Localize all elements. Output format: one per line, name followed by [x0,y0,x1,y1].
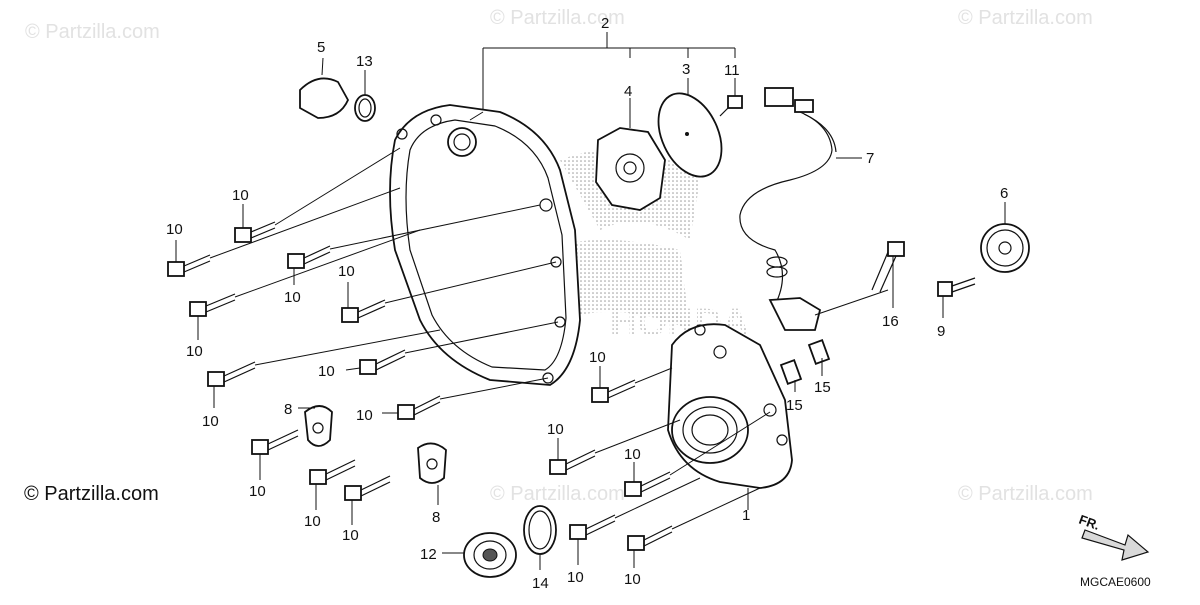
callout-5: 5 [317,39,325,56]
dowel-pin-15a [779,359,803,392]
callout-6: 6 [1000,185,1008,202]
callout-10: 10 [186,343,203,360]
callout-10: 10 [232,187,249,204]
bolt-10 [624,411,771,497]
callout-10: 10 [202,413,219,430]
callout-3: 3 [682,61,690,78]
bolt-10 [287,204,541,285]
callout-7: 7 [866,150,874,167]
callout-16: 16 [882,313,899,330]
callout-10: 10 [166,221,183,238]
callout-8a: 8 [284,401,292,418]
callout-10: 10 [567,569,584,586]
callout-1: 1 [742,507,750,524]
callout-10: 10 [304,513,321,530]
o-ring-14 [523,505,557,570]
bolt-10-group [167,147,771,568]
callout-15b: 15 [814,379,831,396]
callout-10: 10 [318,363,335,380]
bolt-10 [309,459,356,510]
pulser-rotor [980,202,1030,273]
right-side-cover [667,323,793,489]
bolt-10 [251,429,299,480]
bolt-10 [167,187,401,277]
dowel-pin-15b [807,339,831,376]
cover-plate-3 [657,78,723,178]
bolt-10 [569,477,701,565]
bolt-9 [937,277,976,318]
direction-label: FR. [1077,512,1102,533]
bolt-10 [344,475,391,525]
callout-10: 10 [249,483,266,500]
callout-10: 10 [547,421,564,438]
watermark-top-left: © Partzilla.com [25,21,160,43]
callout-10: 10 [589,349,606,366]
clamp-8b [417,442,447,505]
watermark-top-center: © Partzilla.com [490,7,625,29]
bolt-10 [627,487,761,568]
bolt-10 [207,329,441,408]
leader-2 [469,111,484,121]
bolt-10 [189,229,421,340]
crankshaft-hole-cap [442,532,517,578]
callout-12: 12 [420,546,437,563]
bolt-10 [549,419,681,475]
bolt-16 [814,241,905,316]
callout-4: 4 [624,83,632,100]
callout-10: 10 [284,289,301,306]
bolt-11 [719,78,743,117]
o-ring-13 [354,70,376,122]
callout-10: 10 [342,527,359,544]
watermark-top-right: © Partzilla.com [958,7,1093,29]
left-crankcase-cover [389,104,581,386]
bolt-10 [345,321,559,375]
bolt-10 [382,377,549,420]
callout-10: 10 [338,263,355,280]
bolt-10 [234,147,401,243]
group-bracket-2 [482,32,736,112]
front-direction-arrow: FR. [1077,512,1150,561]
sensor-harness [739,87,862,331]
diagram-code: MGCAE0600 [1080,575,1151,589]
callout-10: 10 [624,446,641,463]
copyright-text: © Partzilla.com [24,483,159,505]
bolt-10 [341,261,557,323]
callout-11: 11 [724,62,740,79]
callout-14: 14 [532,575,549,592]
clamp-8a [298,405,333,447]
bolt-10 [591,366,673,403]
rotor-flywheel [595,98,666,211]
callout-10: 10 [624,571,641,588]
callout-9: 9 [937,323,945,340]
callout-2: 2 [601,15,609,32]
callout-labels: 1 2 3 4 5 6 7 8 8 9 11 12 13 14 15 15 16… [166,15,1008,592]
callout-15a: 15 [786,397,803,414]
oil-filler-cap [299,57,350,119]
watermark-bottom-center: © Partzilla.com [490,483,625,505]
callout-10: 10 [356,407,373,424]
callout-13: 13 [356,53,373,70]
callout-8b: 8 [432,509,440,526]
watermark-bottom-right: © Partzilla.com [958,483,1093,505]
